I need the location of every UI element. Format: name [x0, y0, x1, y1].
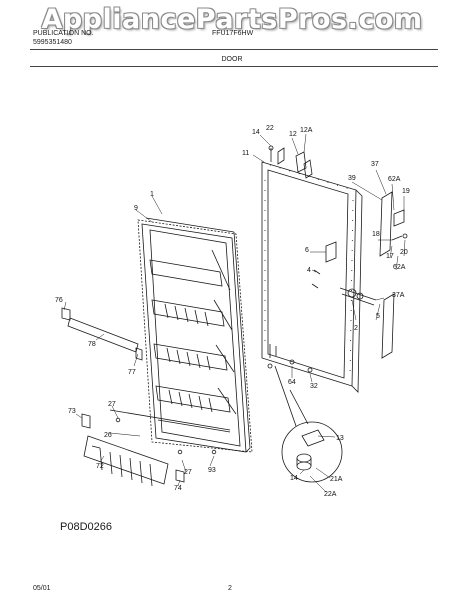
hinge-assembly	[277, 147, 408, 359]
callout-27-left: 27	[108, 401, 116, 408]
callout-93: 93	[208, 467, 216, 474]
callout-27-right: 27	[184, 469, 192, 476]
watermark-text: AppliancePartsPros.com	[41, 4, 423, 35]
callout-9: 9	[134, 205, 138, 212]
footer-page: 2	[228, 585, 232, 592]
callout-6: 6	[305, 247, 309, 254]
callout-4: 4	[307, 267, 311, 274]
callout-64: 64	[288, 379, 296, 386]
callout-78: 78	[88, 341, 96, 348]
callout-62a-top: 62A	[388, 176, 401, 183]
detail-inset	[274, 365, 343, 483]
callout-14-top: 14	[252, 129, 260, 136]
callout-2: 2	[354, 325, 358, 332]
callout-77: 77	[128, 369, 136, 376]
door-liner	[137, 217, 253, 453]
callout-37a: 37A	[392, 292, 405, 299]
header-rule	[30, 49, 438, 50]
callout-76: 76	[55, 297, 63, 304]
section-title: DOOR	[221, 56, 243, 63]
callout-1: 1	[150, 191, 154, 198]
callout-32: 32	[310, 383, 318, 390]
callout-39: 39	[348, 175, 356, 182]
footer-date: 05/01	[33, 585, 51, 592]
callout-12: 12	[289, 131, 297, 138]
callout-72: 72	[96, 463, 104, 470]
callout-18: 18	[372, 231, 380, 238]
callout-22: 22	[266, 125, 274, 132]
door-outer-panel	[261, 161, 363, 393]
publication-number: 5995351480	[33, 39, 72, 46]
callout-13: 13	[336, 435, 344, 442]
diagram-code: P08D0266	[60, 521, 112, 533]
callout-37: 37	[371, 161, 379, 168]
callout-74: 74	[174, 485, 182, 492]
callout-17: 17	[386, 253, 394, 260]
toe-grille	[81, 409, 231, 487]
publication-label: PUBLICATION NO.	[33, 30, 94, 37]
callout-14-bottom: 14	[290, 475, 298, 482]
callout-11: 11	[242, 150, 249, 157]
model-number: FFU17F6HW	[212, 30, 254, 37]
callout-22a: 22A	[324, 491, 337, 498]
callout-12a: 12A	[300, 127, 313, 134]
callout-62a-bottom: 62A	[393, 264, 406, 271]
callout-20: 20	[400, 249, 408, 256]
callout-26: 26	[104, 432, 112, 439]
callout-labels: 22 14 12 12A 11 37 39 62A 19 18 17 20 6 …	[55, 125, 410, 498]
callout-19: 19	[402, 188, 410, 195]
title-rule	[30, 66, 438, 67]
callout-21a: 21A	[330, 476, 343, 483]
screws	[115, 145, 313, 455]
leader-lines	[63, 133, 406, 493]
trim-strip	[61, 307, 143, 361]
callout-5: 5	[376, 313, 380, 320]
callout-73: 73	[68, 408, 76, 415]
